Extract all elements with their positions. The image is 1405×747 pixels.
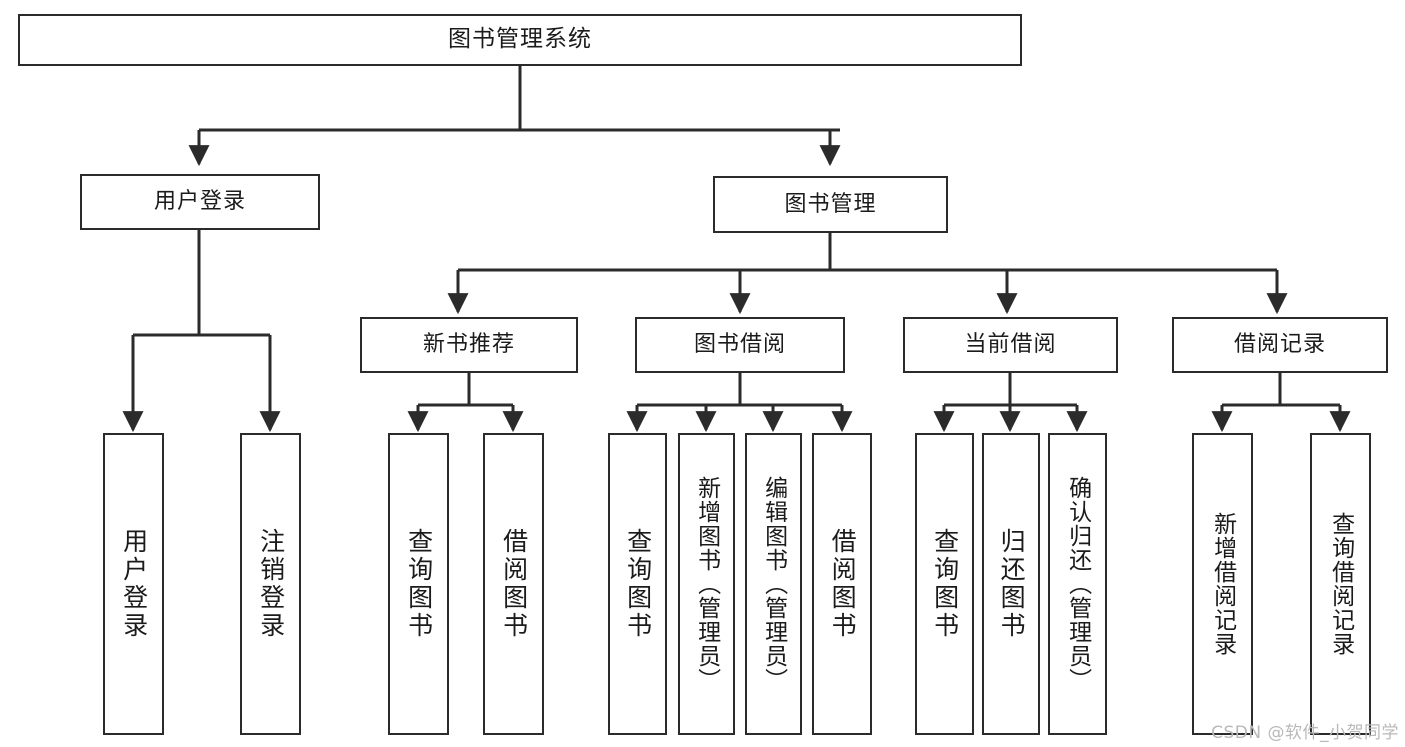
node-label: 归还图书 xyxy=(997,528,1027,640)
node-user-login[interactable]: 用户登录 xyxy=(80,174,320,230)
node-book-management[interactable]: 图书管理 xyxy=(713,176,948,233)
leaf-borrow-book-recommend[interactable]: 借阅图书 xyxy=(483,433,544,735)
leaf-query-book-recommend[interactable]: 查询图书 xyxy=(388,433,449,735)
leaf-add-borrow-record[interactable]: 新增借阅记录 xyxy=(1192,433,1253,735)
node-new-book-recommend[interactable]: 新书推荐 xyxy=(360,317,578,373)
node-current-borrow[interactable]: 当前借阅 xyxy=(903,317,1118,373)
leaf-add-book-admin[interactable]: 新增图书（管理员） xyxy=(678,433,735,735)
node-label: 当前借阅 xyxy=(964,332,1057,358)
leaf-edit-book-admin[interactable]: 编辑图书（管理员） xyxy=(745,433,802,735)
leaf-query-book-borrow[interactable]: 查询图书 xyxy=(608,433,667,735)
leaf-user-login[interactable]: 用户登录 xyxy=(103,433,164,735)
leaf-logout-login[interactable]: 注销登录 xyxy=(240,433,301,735)
node-label: 图书管理 xyxy=(784,191,877,217)
node-label: 借阅记录 xyxy=(1233,332,1326,358)
node-borrow-record[interactable]: 借阅记录 xyxy=(1172,317,1388,373)
node-label: 图书借阅 xyxy=(693,332,786,358)
node-label: 新增借阅记录 xyxy=(1209,512,1236,656)
leaf-borrow-book[interactable]: 借阅图书 xyxy=(812,433,872,735)
node-book-borrow[interactable]: 图书借阅 xyxy=(635,317,845,373)
node-label: 编辑图书（管理员） xyxy=(760,476,787,692)
node-label: 查询图书 xyxy=(930,528,960,640)
leaf-return-book[interactable]: 归还图书 xyxy=(982,433,1040,735)
node-label: 借阅图书 xyxy=(828,528,858,640)
node-label: 图书管理系统 xyxy=(448,26,592,53)
node-label: 查询图书 xyxy=(404,528,434,640)
node-label: 查询图书 xyxy=(623,528,653,640)
node-label: 注销登录 xyxy=(256,528,286,640)
leaf-confirm-return-admin[interactable]: 确认归还（管理员） xyxy=(1048,433,1107,735)
leaf-query-book-current[interactable]: 查询图书 xyxy=(915,433,974,735)
node-label: 查询借阅记录 xyxy=(1327,512,1354,656)
node-label: 用户登录 xyxy=(153,189,246,215)
node-root-book-management-system[interactable]: 图书管理系统 xyxy=(18,14,1022,66)
leaf-query-borrow-record[interactable]: 查询借阅记录 xyxy=(1310,433,1371,735)
node-label: 借阅图书 xyxy=(499,528,529,640)
node-label: 确认归还（管理员） xyxy=(1064,476,1091,692)
node-label: 新书推荐 xyxy=(422,332,515,358)
node-label: 用户登录 xyxy=(119,528,149,640)
node-label: 新增图书（管理员） xyxy=(693,476,720,692)
csdn-watermark: CSDN @软件_小贺同学 xyxy=(1211,723,1399,743)
